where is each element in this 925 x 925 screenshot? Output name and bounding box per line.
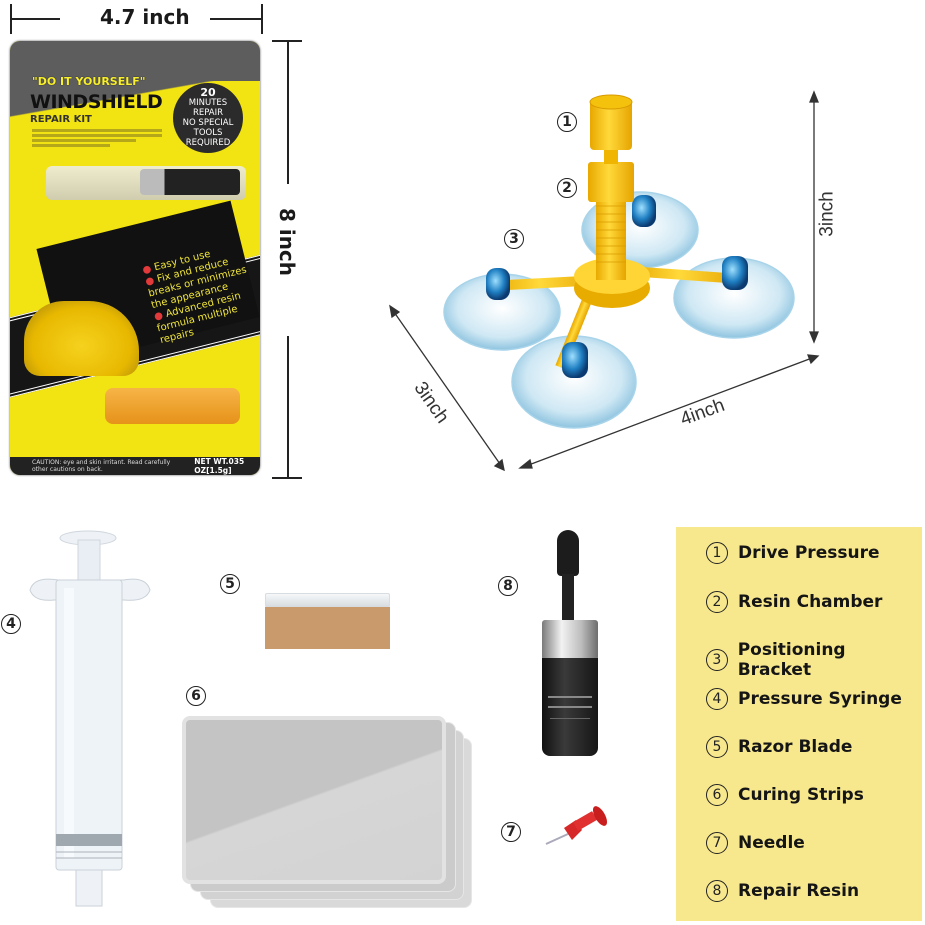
repair-resin-bottle <box>540 530 600 756</box>
legend-item-drive-pressure: 1 Drive Pressure <box>706 542 879 564</box>
package-height-label: 8 inch <box>275 207 299 277</box>
legend-label: Positioning Bracket <box>737 640 846 680</box>
strip-top <box>182 716 446 884</box>
legend-label: Pressure Syringe <box>738 689 902 709</box>
callout-4: 4 <box>1 614 21 634</box>
bridge-height-label: 3inch <box>816 191 838 237</box>
number-7-icon: 7 <box>706 832 728 854</box>
width-dim-line-right <box>210 18 262 20</box>
legend-item-curing-strips: 6 Curing Strips <box>706 784 864 806</box>
width-dim-right-tick <box>261 4 263 34</box>
drive-pressure-cap <box>590 100 632 150</box>
legend-item-razor-blade: 5 Razor Blade <box>706 736 852 758</box>
dropper-tip <box>557 530 579 576</box>
height-dim-line-top <box>287 40 289 184</box>
package-footer: CAUTION: eye and skin irritant. Read car… <box>10 457 260 475</box>
package-tagline: "DO IT YOURSELF" <box>32 75 146 88</box>
height-dim-line-bottom <box>287 336 289 478</box>
legend-label: Needle <box>738 833 805 853</box>
width-arrow <box>525 357 813 467</box>
badge-line: NO SPECIAL TOOLS <box>182 118 234 138</box>
package-car-image <box>24 301 139 376</box>
callout-6: 6 <box>186 686 206 706</box>
bead-back <box>632 195 656 227</box>
blade-sleeve <box>265 607 390 649</box>
number-1-icon: 1 <box>706 542 728 564</box>
number-6-icon: 6 <box>706 784 728 806</box>
legend-label: Drive Pressure <box>738 543 880 563</box>
number-5-icon: 5 <box>706 736 728 758</box>
package-subtitle: REPAIR KIT <box>30 114 92 125</box>
number-3-icon: 3 <box>706 649 728 671</box>
height-dim-bottom-tick <box>272 477 302 479</box>
bead-front <box>562 342 588 378</box>
bottle-collar <box>542 620 598 660</box>
pressure-syringe <box>29 530 151 907</box>
legend-item-pressure-syringe: 4 Pressure Syringe <box>706 688 902 710</box>
number-8-icon: 8 <box>706 880 728 902</box>
badge-line: REQUIRED <box>185 138 231 148</box>
badge-line: MINUTES <box>188 98 228 108</box>
callout-7: 7 <box>501 822 521 842</box>
legend-label: Curing Strips <box>738 785 864 805</box>
bead-left <box>486 268 510 300</box>
package-badge: 20 MINUTES REPAIR NO SPECIAL TOOLS REQUI… <box>173 83 243 153</box>
package-resin-bottle <box>140 169 240 195</box>
callout-3: 3 <box>504 229 524 249</box>
product-package: "DO IT YOURSELF" WINDSHIELD REPAIR KIT 2… <box>10 41 260 475</box>
legend-item-resin-chamber: 2 Resin Chamber <box>706 591 882 613</box>
chamber-neck <box>604 146 618 164</box>
callout-5: 5 <box>220 574 240 594</box>
badge-number: 20 <box>200 86 216 99</box>
package-orange-injector <box>105 388 240 424</box>
legend-item-needle: 7 Needle <box>706 832 805 854</box>
number-4-icon: 4 <box>706 688 728 710</box>
bead-right <box>722 256 748 290</box>
legend-item-repair-resin: 8 Repair Resin <box>706 880 859 902</box>
width-dim-line-left <box>10 18 60 20</box>
arm-left <box>489 275 601 291</box>
package-fine-print <box>32 127 162 149</box>
badge-line: REPAIR <box>192 108 224 118</box>
drive-cap-opening <box>589 94 633 110</box>
resin-chamber <box>588 162 634 202</box>
caution-text: CAUTION: eye and skin irritant. Read car… <box>32 459 171 473</box>
razor-blade <box>265 593 390 651</box>
dropper-stem <box>562 574 574 624</box>
legend-label: Repair Resin <box>738 881 860 901</box>
callout-1: 1 <box>557 112 577 132</box>
arm-right <box>629 266 741 284</box>
callout-2: 2 <box>557 178 577 198</box>
legend-label: Resin Chamber <box>738 592 883 612</box>
legend-label: Razor Blade <box>738 737 853 757</box>
package-title: WINDSHIELD <box>30 91 163 113</box>
package-width-label: 4.7 inch <box>100 5 190 29</box>
callout-8: 8 <box>498 576 518 596</box>
legend-item-positioning-bracket: 3 Positioning Bracket <box>706 640 922 680</box>
curing-strips <box>182 716 472 908</box>
parts-legend: 1 Drive Pressure 2 Resin Chamber 3 Posit… <box>676 527 922 921</box>
bottle-body <box>542 658 598 756</box>
number-2-icon: 2 <box>706 591 728 613</box>
needle-pushpin <box>545 806 607 845</box>
net-weight: NET WT.035 OZ[1.5g] <box>194 457 245 475</box>
bridge-tool-illustration <box>389 90 820 472</box>
depth-arrow <box>393 311 501 465</box>
